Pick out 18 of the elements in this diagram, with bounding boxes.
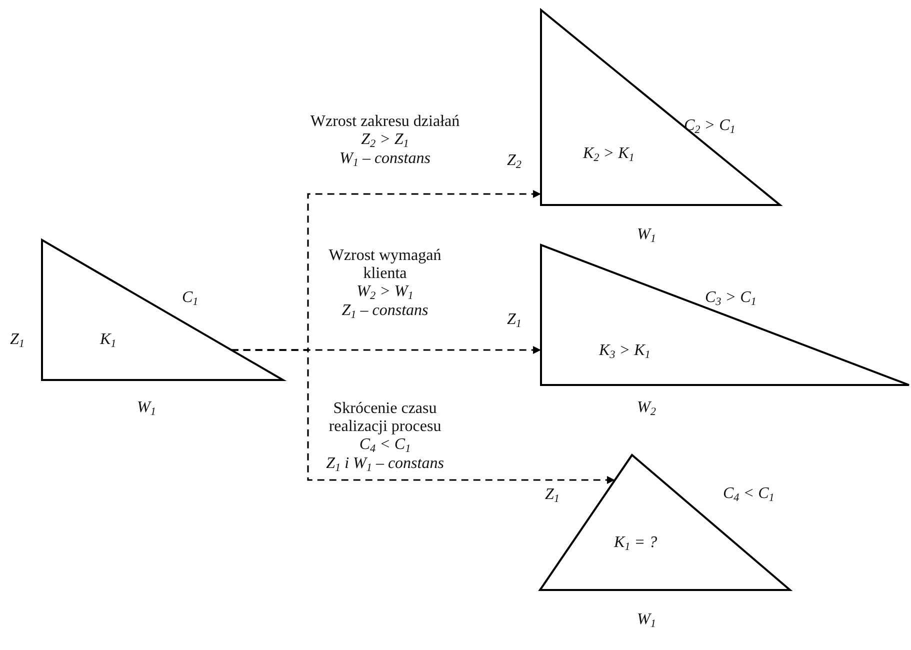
side-label: C$_{3}$ > C$_{1}$ xyxy=(705,290,756,308)
dashed-arrow xyxy=(231,349,615,484)
side-label: C$_{2}$ > C$_{1}$ xyxy=(684,118,736,136)
area-label: K$_{3}$ > K$_{1}$ xyxy=(599,343,650,361)
side-label: C$_{4}$ < C$_{1}$ xyxy=(723,486,774,504)
area-label: K$_{1}$ = ? xyxy=(614,535,658,553)
triangle xyxy=(541,10,780,205)
area-label: K$_{2}$ > K$_{1}$ xyxy=(583,146,634,164)
side-label: Z$_{1}$ xyxy=(10,332,24,350)
side-label: W$_{1}$ xyxy=(137,400,156,418)
side-label: W$_{2}$ xyxy=(637,400,656,418)
triangle xyxy=(540,455,790,590)
side-label: W$_{1}$ xyxy=(637,227,656,245)
side-label: Z$_{1}$ xyxy=(545,487,560,505)
side-label: Z$_{1}$ xyxy=(507,312,522,330)
side-label: W$_{1}$ xyxy=(637,612,656,630)
triangle xyxy=(541,245,909,385)
side-label: Z$_{2}$ xyxy=(507,153,522,171)
